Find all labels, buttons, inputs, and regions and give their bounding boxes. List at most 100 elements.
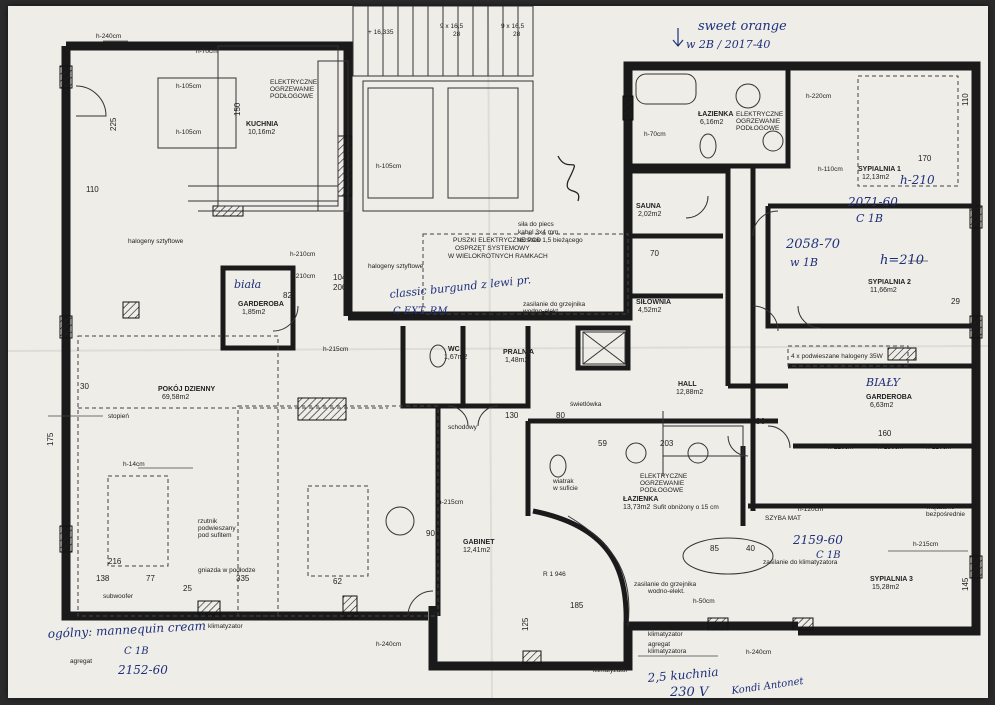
height-label: h-120cm — [828, 444, 853, 451]
radiator-note: wodno-elekt. — [647, 588, 685, 595]
handwritten-note: 2152-60 — [117, 663, 168, 677]
floor-plan-drawing: KUCHNIA 10,16m2 GARDEROBA 1,85m2 POKÓJ D… — [8, 6, 988, 698]
handwritten-note: classic burgund z lewi pr. — [389, 273, 532, 301]
height-label: h-120cm — [926, 444, 951, 451]
power-note: siła do piecs — [518, 221, 555, 228]
dimension: 150 — [233, 102, 242, 116]
heating-note: ELEKTRYCZNE — [640, 473, 688, 480]
dimension: 185 — [570, 601, 584, 610]
power-note: rozstaw 1,5 bieżącego — [518, 237, 583, 244]
stairs-note: 28 — [453, 31, 461, 38]
projector-note: rzutnik — [198, 518, 218, 525]
dimension: 82 — [283, 291, 292, 300]
dimension: 225 — [109, 117, 118, 131]
height-label: h-70cm — [196, 48, 218, 55]
dimension: 175 — [46, 432, 55, 446]
height-label: h-215cm — [323, 346, 348, 353]
room-name: SAUNA — [636, 203, 661, 210]
height-label: h-105cm — [176, 83, 201, 90]
handwritten-note: 2058-70 — [785, 237, 840, 252]
ac-unit-note: agregat — [648, 641, 670, 648]
dimension: 29 — [951, 297, 960, 306]
subwoofer-note: subwoofer — [103, 593, 134, 600]
room-area: 69,58m2 — [162, 394, 189, 401]
handwritten-note: C EXT. RM — [393, 306, 448, 317]
handwritten-note: w 1B — [790, 256, 818, 269]
switch-note: włączanie — [925, 504, 955, 511]
handwritten-note: C 1B — [124, 646, 149, 657]
annotation-leaders — [48, 40, 968, 657]
lighting-note: halogeny sztyftowe — [368, 263, 424, 270]
room-area: 12,88m2 — [676, 389, 703, 396]
room-area: 4,52m2 — [638, 307, 661, 314]
room-name: ŁAZIENKA — [623, 496, 658, 503]
heating-note: ELEKTRYCZNE — [736, 111, 784, 118]
heating-note: OGRZEWANIE — [640, 480, 685, 487]
room-area: 10,16m2 — [248, 129, 275, 136]
stairs-note: 9 x 16,5 — [501, 23, 525, 30]
room-labels: KUCHNIA 10,16m2 GARDEROBA 1,85m2 POKÓJ D… — [158, 111, 913, 591]
stairs-note: 9 x 16,5 — [440, 23, 464, 30]
dimension: 206 — [333, 283, 347, 292]
room-name: HALL — [678, 381, 697, 388]
dimension: 110 — [86, 185, 99, 194]
handwritten-note: Kondi Antonet — [730, 676, 805, 697]
room-name: GARDEROBA — [238, 301, 284, 308]
projector-note: pod sufitem — [198, 532, 232, 539]
floor-plan-sheet: KUCHNIA 10,16m2 GARDEROBA 1,85m2 POKÓJ D… — [8, 6, 988, 698]
height-label: h-110cm — [818, 166, 843, 173]
room-area: 11,66m2 — [870, 287, 897, 294]
projector-note: podwieszany — [198, 525, 236, 532]
fan-note: w suficie — [552, 485, 578, 492]
dimension: 90 — [426, 529, 435, 538]
height-label: h-105cm — [176, 129, 201, 136]
room-name: GARDEROBA — [866, 394, 912, 401]
handwritten-note: w 2B / 2017-40 — [686, 38, 770, 51]
dimension: 40 — [746, 544, 755, 553]
room-area: 6,16m2 — [700, 119, 723, 126]
room-area: 12,41m2 — [463, 547, 490, 554]
electrical-note: W WIELOKROTNYCH RAMKACH — [448, 253, 548, 260]
ceiling-note: Sufit obniżony o 15 cm — [653, 504, 719, 511]
handwritten-note: 230 V — [669, 685, 710, 698]
room-area: 1,85m2 — [242, 309, 265, 316]
room-name: ŁAZIENKA — [698, 111, 733, 118]
ac-note: klimatyzator — [208, 623, 244, 630]
height-label: h-215cm — [913, 541, 938, 548]
dimension: 203 — [660, 439, 674, 448]
fold-crease — [8, 345, 988, 352]
handwritten-note: sweet orange — [698, 19, 787, 34]
room-area: 13,73m2 — [623, 504, 650, 511]
room-name: SYPIALNIA 2 — [868, 279, 911, 286]
heating-note: PODŁOGOWE — [736, 125, 780, 132]
height-label: h-50cm — [490, 313, 512, 320]
stair-note: schodowy — [448, 424, 478, 431]
height-label: h-105cm — [376, 163, 401, 170]
ac-unit-note: klimatyzatora — [648, 648, 687, 655]
room-area: 15,28m2 — [872, 584, 899, 591]
dimension: 96 — [756, 417, 765, 426]
dimension: 125 — [521, 617, 530, 631]
room-area: 6,63m2 — [870, 402, 893, 409]
height-label: h-240cm — [376, 641, 401, 648]
dimension: 145 — [961, 577, 970, 591]
handwritten-note: 2159-60 — [792, 533, 843, 547]
stairs-note: 28 — [513, 31, 521, 38]
dimension: 30 — [80, 382, 89, 391]
floor-sockets-note: gniazda w podłodze — [198, 567, 256, 574]
step-note: stopień — [108, 413, 129, 420]
radiator-note: zasilanie do grzejnika — [634, 581, 697, 588]
handwritten-note: h=210 — [880, 253, 924, 268]
dimension: 70 — [650, 249, 659, 258]
height-label: h-120cm — [798, 506, 823, 513]
height-label: h-14cm — [123, 461, 145, 468]
handwritten-note: ogólny: mannequin cream — [47, 619, 206, 641]
room-area: 12,13m2 — [862, 174, 889, 181]
radiator-note: wodno-elekt. — [522, 308, 560, 315]
pendant-lights-note: 4 x podwieszane halogeny 35W — [791, 353, 884, 360]
dimension: 59 — [598, 439, 607, 448]
room-name: SIŁOWNIA — [636, 299, 671, 306]
dimension: 130 — [505, 411, 519, 420]
dimension: 216 — [108, 557, 122, 566]
room-name: WC — [448, 346, 460, 353]
